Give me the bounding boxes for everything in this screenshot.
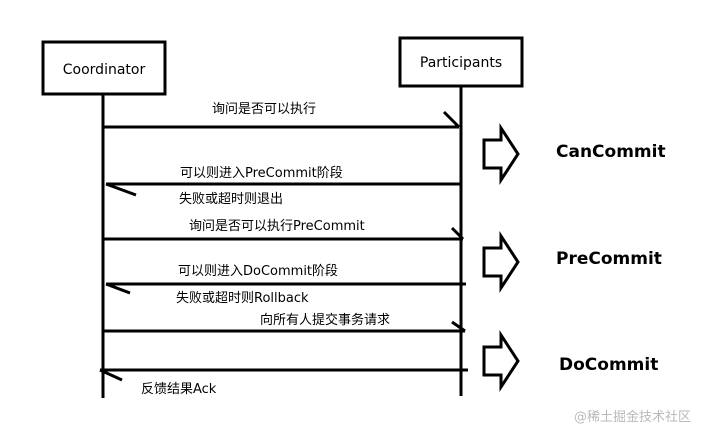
- phase-precommit: PreCommit: [482, 230, 662, 294]
- message-label: 询问是否可以执行PreCommit: [189, 219, 365, 234]
- block-arrow-icon: [482, 329, 520, 393]
- participants-label: Participants: [420, 55, 502, 71]
- message-can-commit-query: 询问是否可以执行: [103, 102, 461, 129]
- phase-label: PreCommit: [556, 249, 662, 269]
- message-feedback-ack: 反馈结果Ack: [99, 368, 468, 397]
- message-fail-rollback: 失败或超时则Rollback: [176, 291, 309, 306]
- message-fail-exit: 失败或超时则退出: [179, 192, 283, 207]
- message-label: 失败或超时则Rollback: [176, 291, 309, 306]
- phase-label: CanCommit: [556, 142, 666, 162]
- message-precommit-query: 询问是否可以执行PreCommit: [103, 219, 465, 241]
- participants-box: [398, 36, 524, 88]
- watermark: @稀土掘金技术社区: [574, 409, 691, 425]
- arrowhead-right: [442, 110, 461, 129]
- arrowhead-left: [105, 282, 131, 295]
- arrowhead-left: [99, 368, 123, 382]
- participants-actor: Participants: [398, 36, 524, 88]
- message-label: 可以则进入PreCommit阶段: [180, 166, 343, 181]
- coordinator-label: Coordinator: [63, 62, 146, 78]
- message-enter-docommit: 可以则进入DoCommit阶段: [105, 264, 466, 295]
- arrowhead-left: [105, 182, 137, 197]
- phase-label: DoCommit: [559, 355, 658, 375]
- block-arrow-icon: [482, 230, 520, 294]
- coordinator-box: [41, 40, 167, 96]
- arrowhead-right: [450, 226, 465, 241]
- message-label: 询问是否可以执行: [212, 102, 316, 117]
- coordinator-actor: Coordinator: [41, 40, 167, 96]
- phase-cancommit: CanCommit: [482, 122, 666, 186]
- message-submit-transaction: 向所有人提交事务请求: [103, 312, 466, 333]
- message-label: 失败或超时则退出: [179, 192, 283, 207]
- arrowhead-right: [451, 320, 466, 333]
- block-arrow-icon: [482, 122, 520, 186]
- message-label: 向所有人提交事务请求: [260, 312, 390, 328]
- phase-docommit: DoCommit: [482, 329, 658, 393]
- message-label: 可以则进入DoCommit阶段: [178, 264, 338, 279]
- message-label: 反馈结果Ack: [141, 382, 217, 397]
- message-enter-precommit: 可以则进入PreCommit阶段: [105, 166, 461, 197]
